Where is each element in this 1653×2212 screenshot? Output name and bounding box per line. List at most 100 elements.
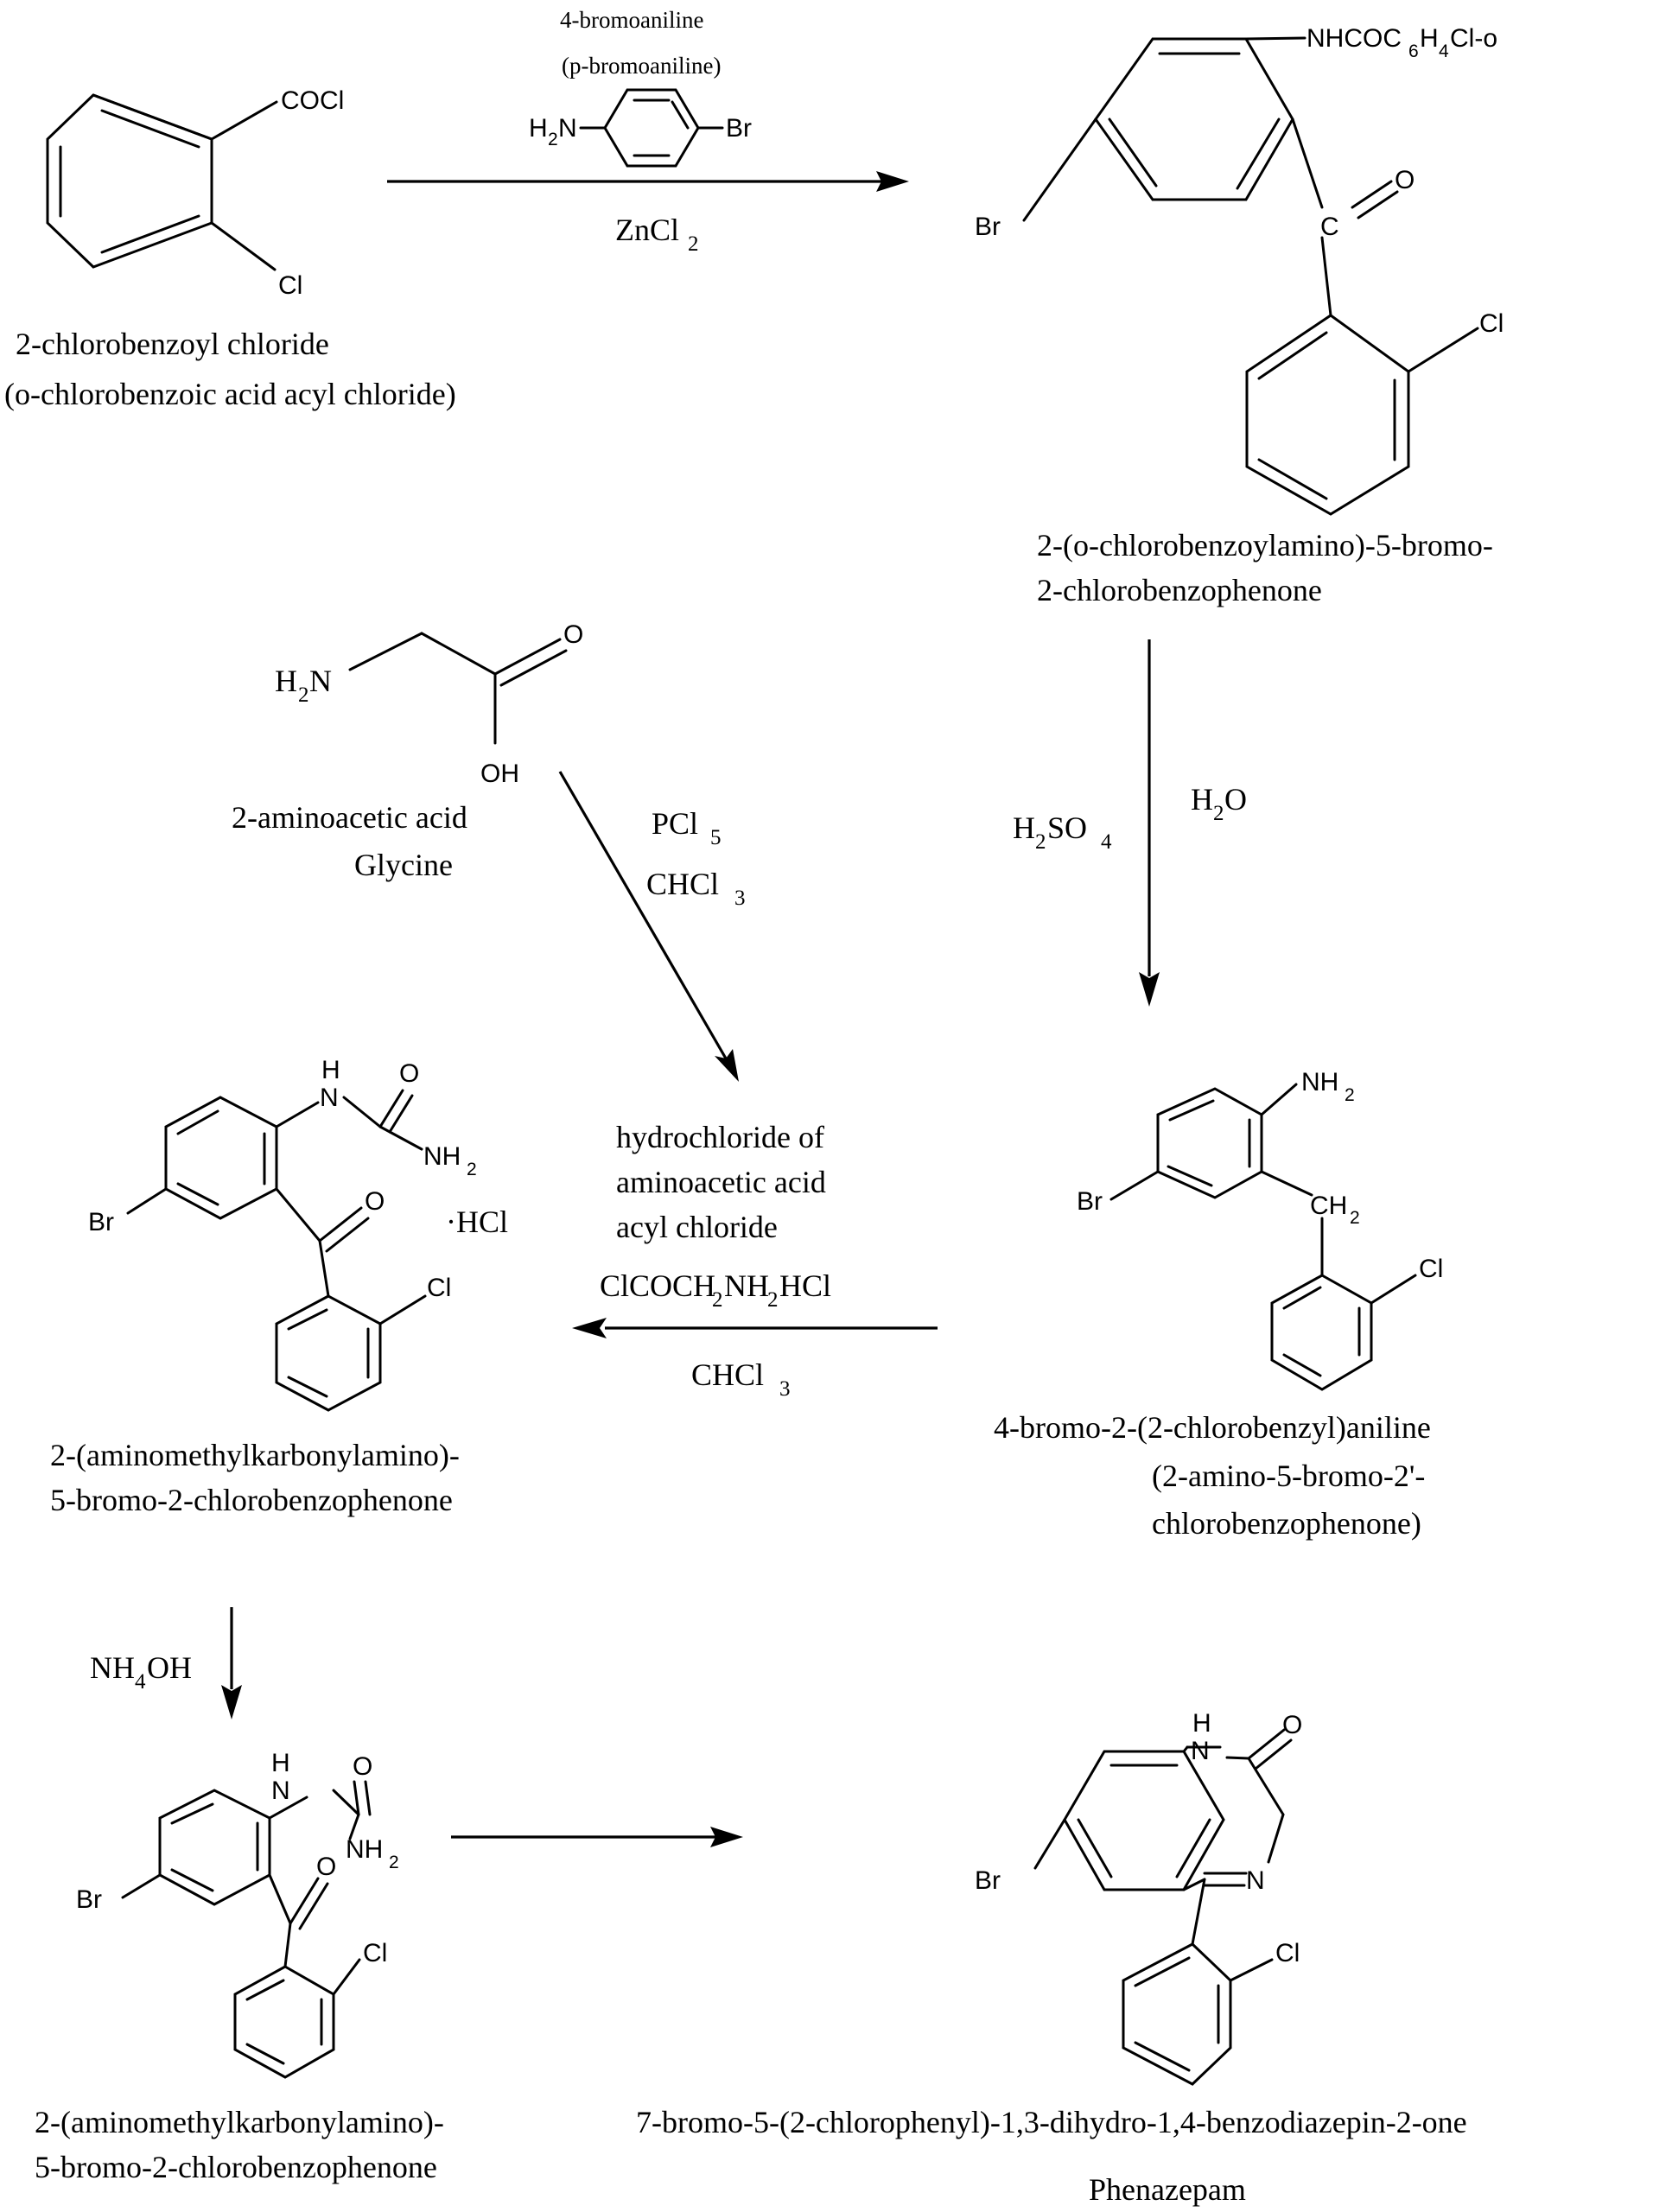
compound-name-line-1: 2-(aminomethylkarbonylamino)- [35, 2105, 444, 2139]
compound-name: 7-bromo-5-(2-chlorophenyl)-1,3-dihydro-1… [636, 2105, 1467, 2139]
reagent-chcl-subscript: 3 [734, 887, 746, 910]
amide-h: H [1420, 24, 1439, 53]
benzene-ring-b [275, 1294, 382, 1412]
reaction-arrow-step-6 [451, 1827, 743, 1847]
amine-subscript: 2 [1345, 1085, 1355, 1105]
benzene-ring-b [1122, 1942, 1232, 2086]
step-1-catalyst: ZnCl 2 [615, 213, 699, 256]
compound-2-o-chlorobenzoylamino-benzophenone: NHCOC 6 H 4 Cl-o Br C O Cl 2-(o-chlorobe… [975, 24, 1504, 607]
solvent-subscript: 3 [779, 1377, 791, 1401]
compound-alt-line-1: (2-amino-5-bromo-2'- [1152, 1459, 1425, 1493]
compound-name-line-2: 5-bromo-2-chlorobenzophenone [35, 2150, 437, 2184]
reagent-description-line-2: aminoacetic acid [616, 1165, 826, 1199]
compound-name: 4-bromo-2-(2-chlorobenzyl)aniline [994, 1410, 1431, 1445]
benzene-ring [603, 88, 700, 168]
acid-subscript-4: 4 [1101, 830, 1112, 854]
acyl-chloride-label: COCl [281, 86, 344, 115]
chloro-label: Cl [363, 1939, 387, 1967]
amide-n: N [1191, 1737, 1210, 1765]
methylene-ch: CH [1310, 1192, 1347, 1220]
reaction-arrow-step-2 [1139, 639, 1160, 1007]
bromo-label: Br [975, 1866, 1001, 1895]
amine-h: H [275, 664, 297, 698]
amine-h-subscript: 2 [548, 130, 558, 149]
reagent-description-line-1: hydrochloride of [616, 1120, 824, 1154]
bromo-label: Br [88, 1208, 114, 1236]
base-subscript: 4 [135, 1670, 146, 1694]
compound-name: 2-aminoacetic acid [232, 800, 467, 835]
carbonyl-carbon: C [1320, 213, 1339, 241]
amine-nh: NH [423, 1142, 461, 1171]
reagent-pcl-subscript: 5 [710, 826, 722, 849]
amide-subscript-6: 6 [1408, 41, 1419, 61]
reagent-chcl: CHCl [646, 867, 719, 901]
reagent-alt-name: (p-bromoaniline) [562, 53, 721, 79]
compound-aminomethylkarbonylamino-free-base: H N O NH 2 Br O Cl 2-(aminomethylkarbony… [35, 1749, 444, 2184]
chloro-label: Cl [1419, 1255, 1443, 1283]
reagent-formula-b: NH [724, 1268, 769, 1303]
step-3-reagents: PCl 5 CHCl 3 [646, 806, 746, 910]
step-5-reagent: NH 4 OH [90, 1650, 192, 1694]
hydroxyl-label: OH [480, 760, 519, 788]
catalyst-subscript: 2 [688, 232, 699, 256]
reagent-formula-sub-2: 2 [767, 1288, 779, 1312]
amide-chloro-o: Cl-o [1450, 24, 1497, 53]
amine-subscript: 2 [298, 683, 309, 707]
carbonyl-oxygen: O [316, 1853, 336, 1881]
benzene-ring-a [1156, 1087, 1263, 1199]
amine-h: H [529, 114, 548, 143]
amine-nh: NH [1301, 1068, 1338, 1096]
carbonyl-oxygen: O [563, 620, 583, 649]
reagent-formula-a: ClCOCH [600, 1268, 715, 1303]
amide-h: H [271, 1749, 290, 1777]
reagent-description-line-3: acyl chloride [616, 1210, 778, 1244]
compound-alt-name: Glycine [354, 848, 453, 882]
compound-trivial-name: Phenazepam [1089, 2172, 1246, 2207]
compound-alt-name: (o-chlorobenzoic acid acyl chloride) [4, 377, 456, 411]
water-subscript: 2 [1213, 802, 1224, 825]
compound-aminomethylkarbonylamino-hcl: H N O NH 2 Br O Cl ·HCl 2-(aminomethylka… [50, 1056, 508, 1517]
chloro-label: Cl [427, 1274, 451, 1302]
reagent-pcl: PCl [652, 806, 698, 841]
compound-phenazepam: H N O N Br Cl 7-bromo-5-(2-chlorophenyl)… [636, 1709, 1467, 2207]
compound-name: 2-chlorobenzoyl chloride [16, 327, 329, 361]
hydrochloride-salt: ·HCl [446, 1205, 508, 1239]
benzene-ring-a [164, 1096, 278, 1220]
acid-so: SO [1047, 810, 1087, 845]
amide-subscript-4: 4 [1439, 41, 1449, 61]
amine-subscript: 2 [389, 1853, 399, 1872]
compound-name-line-2: 5-bromo-2-chlorobenzophenone [50, 1483, 453, 1517]
amine-n: N [558, 114, 577, 143]
amine-n: N [309, 664, 332, 698]
solvent: CHCl [691, 1357, 764, 1392]
reagent-formula-c: HCl [779, 1268, 831, 1303]
chloro-label: Cl [1479, 309, 1504, 338]
amide-h: H [1192, 1709, 1211, 1738]
reaction-arrow-step-3 [558, 771, 739, 1082]
reagent-4-bromoaniline: 4-bromoaniline (p-bromoaniline) H 2 N Br [529, 7, 752, 168]
base-nh: NH [90, 1650, 135, 1685]
compound-2-chlorobenzoyl-chloride: COCl Cl 2-chlorobenzoyl chloride (o-chlo… [4, 86, 456, 411]
compound-name-line-2: 2-chlorobenzophenone [1037, 573, 1322, 607]
amide-n: N [271, 1777, 290, 1805]
urea-oxygen: O [353, 1752, 372, 1781]
compound-name-line-1: 2-(aminomethylkarbonylamino)- [50, 1438, 460, 1472]
step-4-reagents: hydrochloride of aminoacetic acid acyl c… [600, 1120, 831, 1401]
water-h: H [1191, 782, 1213, 817]
reaction-arrow-step-5 [221, 1607, 242, 1719]
benzene-ring-b [1245, 314, 1410, 516]
water-o: O [1224, 782, 1247, 817]
carbonyl-oxygen: O [1282, 1711, 1302, 1739]
chloro-label: Cl [278, 271, 302, 300]
methylene-subscript: 2 [1350, 1208, 1360, 1228]
bromo-label: Br [726, 114, 752, 143]
benzene-ring-b [233, 1965, 335, 2079]
step-2-reagents: H 2 SO 4 H 2 O [1013, 782, 1247, 854]
bromo-label: Br [975, 213, 1001, 241]
bromo-label: Br [76, 1885, 102, 1914]
compound-name-line-1: 2-(o-chlorobenzoylamino)-5-bromo- [1037, 528, 1493, 563]
imine-n: N [1246, 1866, 1265, 1895]
amine-nh: NH [346, 1835, 383, 1864]
acid-h: H [1013, 810, 1035, 845]
urea-oxygen: O [399, 1059, 419, 1088]
